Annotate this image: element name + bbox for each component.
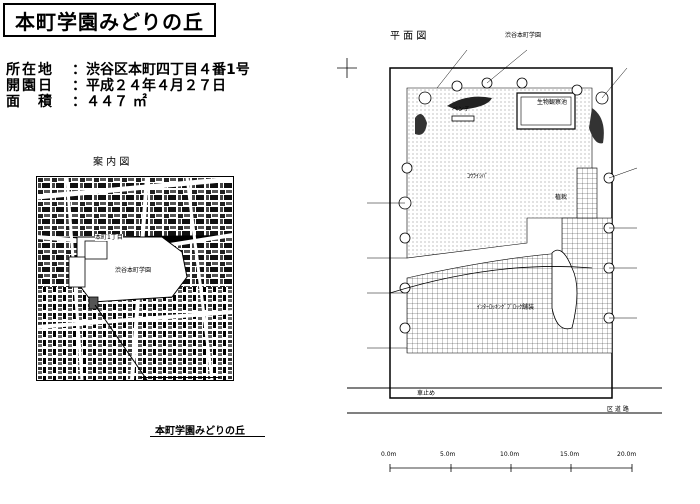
info-row-address: 所在地：渋谷区本町四丁目４番1号 bbox=[6, 62, 250, 78]
info-key: 開園日 bbox=[6, 78, 54, 94]
school-label: 渋谷本町学園 bbox=[115, 267, 152, 274]
street-label: 本町1丁目 bbox=[95, 234, 123, 241]
guide-map-title: 案 内 図 bbox=[93, 157, 130, 168]
plan-title: 平 面 図 bbox=[390, 31, 427, 42]
info-value: 渋谷区本町四丁目４番1号 bbox=[86, 62, 250, 78]
scale-label-3: 15.0m bbox=[560, 451, 580, 458]
callout-label: 本町学園みどりの丘 bbox=[155, 426, 245, 437]
callout-underline bbox=[150, 436, 265, 437]
info-value: 平成２４年４月２７日 bbox=[86, 78, 226, 94]
site-plan-drawing bbox=[337, 49, 662, 472]
plan-label-road: 区 道 路 bbox=[607, 406, 629, 413]
plan-label-paving: ｲﾝﾀｰﾛｯｷﾝｸﾞﾌﾞﾛｯｸ舗装 bbox=[477, 304, 535, 311]
plan-label-bench: ベンチ bbox=[452, 106, 471, 113]
scale-label-1: 5.0m bbox=[440, 451, 456, 458]
scale-label-0: 0.0m bbox=[381, 451, 397, 458]
plan-label-entrance: 車止め bbox=[417, 390, 436, 397]
info-key: 所在地 bbox=[6, 62, 54, 78]
site-plan: 渋谷本町学園 生物観察池 ベンチ ｺｳﾗｲｼﾊﾞ ｲﾝﾀｰﾛｯｷﾝｸﾞﾌﾞﾛｯｸ… bbox=[327, 28, 700, 500]
info-value: ４４７ ㎡ bbox=[86, 94, 147, 110]
page-title: 本町学園みどりの丘 bbox=[3, 3, 216, 37]
plan-label-planter: 植栽 bbox=[555, 194, 568, 201]
info-key: 面 積 bbox=[6, 94, 54, 110]
info-row-opening: 開園日：平成２４年４月２７日 bbox=[6, 78, 226, 94]
scale-label-4: 20.0m bbox=[617, 451, 637, 458]
scale-label-2: 10.0m bbox=[500, 451, 520, 458]
plan-label-lawn: ｺｳﾗｲｼﾊﾞ bbox=[467, 173, 489, 180]
callout-line bbox=[140, 377, 220, 378]
guide-map-drawing bbox=[37, 177, 233, 380]
info-row-area: 面 積：４４７ ㎡ bbox=[6, 94, 147, 110]
guide-map: 本町1丁目 渋谷本町学園 bbox=[36, 176, 234, 381]
plan-label-school: 渋谷本町学園 bbox=[505, 32, 542, 39]
plan-label-pond: 生物観察池 bbox=[537, 99, 568, 106]
